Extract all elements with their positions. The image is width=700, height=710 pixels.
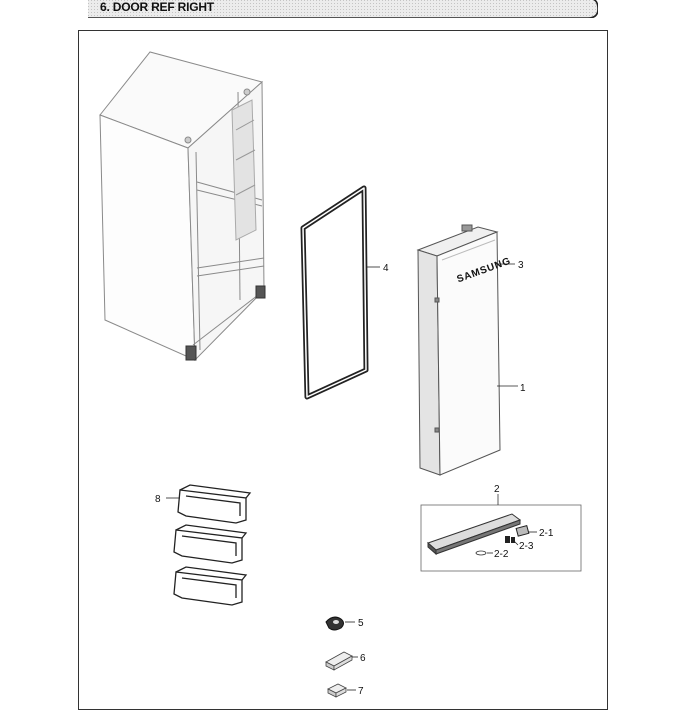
part-6-block (325, 651, 353, 671)
callout-2: 2 (494, 484, 500, 495)
hinge-part-2-2 (475, 550, 487, 556)
callout-4: 4 (383, 263, 389, 274)
door-bin (173, 566, 248, 606)
hinge-part-2-3 (505, 536, 515, 543)
callout-2-2: 2-2 (494, 549, 509, 560)
door-bins (173, 484, 252, 606)
callout-1: 1 (520, 383, 526, 394)
door-gasket (300, 185, 369, 400)
callout-2-3: 2-3 (519, 541, 534, 552)
section-title: 6. DOOR REF RIGHT (100, 0, 214, 14)
door-bin (173, 524, 248, 564)
callout-5: 5 (358, 618, 364, 629)
leader-lines (166, 263, 537, 691)
part-5-cap (325, 616, 344, 631)
door-assembly (416, 224, 501, 476)
part-7-block (327, 683, 347, 698)
callout-7: 7 (358, 686, 364, 697)
callout-3: 3 (518, 260, 524, 271)
hinge-bracket (427, 513, 522, 556)
callout-2-1: 2-1 (539, 528, 554, 539)
door-bin (177, 484, 252, 524)
callout-8: 8 (155, 494, 161, 505)
callout-6: 6 (360, 653, 366, 664)
hinge-group (420, 494, 582, 572)
cabinet-illustration (99, 51, 266, 362)
hinge-part-2-1 (515, 524, 530, 537)
